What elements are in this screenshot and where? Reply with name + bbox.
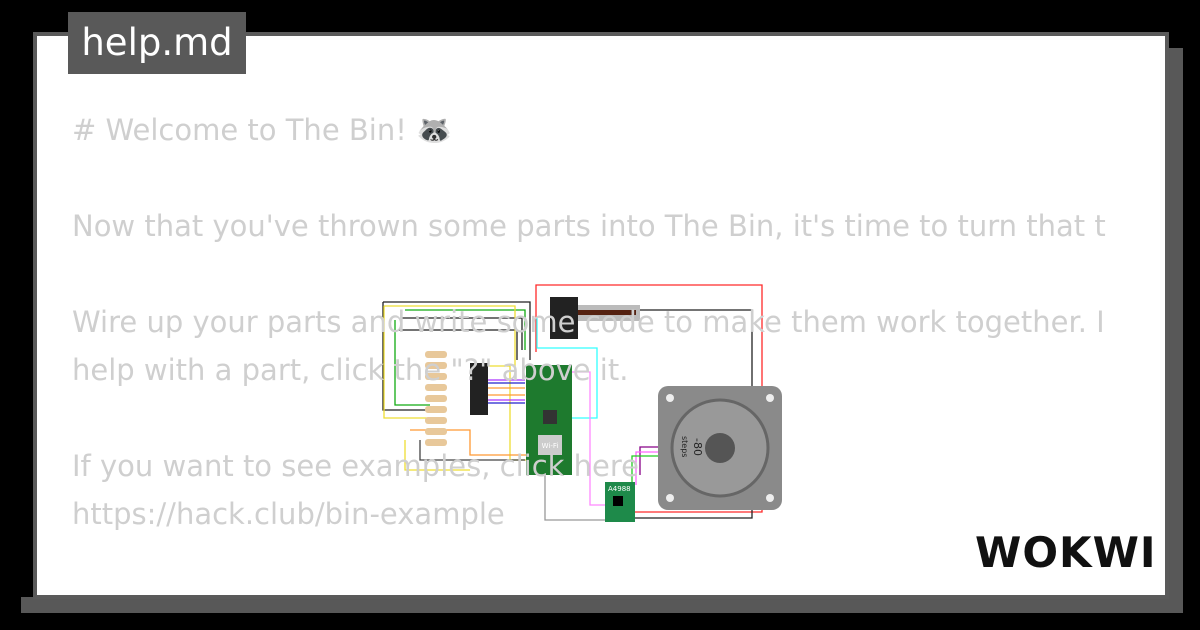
wire-green [394, 320, 430, 406]
md-line [72, 394, 1136, 442]
wire-red [535, 284, 763, 513]
board-label: Wi-Fi [542, 442, 559, 450]
wokwi-logo: WOKWI [975, 528, 1157, 577]
md-line: You can ask the bin and get a tip with H… [72, 586, 1136, 595]
resistor-array [425, 351, 447, 446]
circuit-diagram: Wi-Fi A4988 -80 steps [382, 284, 782, 522]
wire-green [405, 309, 526, 350]
wire-black [402, 317, 523, 350]
wire-yellow [404, 440, 470, 471]
md-line: If you want to see examples, click here [72, 449, 640, 483]
driver-label: A4988 [608, 485, 631, 493]
wire-cyan [536, 317, 598, 419]
stepper-motor[interactable]: -80 steps [658, 386, 782, 510]
wire-pink [568, 371, 606, 506]
help-panel: # Welcome to The Bin! 🦝 Now that you've … [33, 32, 1169, 599]
wire-yellow [383, 306, 430, 419]
a4988-driver[interactable]: A4988 [605, 482, 635, 522]
wire-yellow [384, 305, 516, 370]
md-line: Wire up your parts and write some code t… [72, 305, 1105, 339]
md-line [72, 154, 1136, 202]
slide-potentiometer[interactable] [550, 297, 640, 339]
md-line: Now that you've thrown some parts into T… [72, 209, 1106, 243]
md-line [72, 538, 1136, 586]
wire-purple [639, 446, 660, 475]
wire-black [398, 329, 518, 360]
wire-magenta [635, 451, 660, 485]
file-tab[interactable]: help.md [68, 12, 246, 74]
panel-shadow-right [1168, 48, 1183, 613]
stepper-unit: steps [680, 436, 689, 457]
wire-black [382, 301, 531, 411]
pico-w-board[interactable]: Wi-Fi [526, 365, 572, 475]
stepper-angle: -80 [691, 438, 704, 456]
md-line: help with a part, click the "?" above it… [72, 353, 629, 387]
wire-gray [419, 440, 525, 461]
md-line: # Welcome to The Bin! 🦝 [72, 113, 453, 147]
markdown-content: # Welcome to The Bin! 🦝 Now that you've … [72, 106, 1136, 595]
md-line [72, 250, 1136, 298]
panel-shadow-bottom [21, 597, 1183, 613]
shift-register-chip[interactable] [470, 363, 488, 415]
md-link[interactable]: https://hack.club/bin-example [72, 497, 505, 531]
